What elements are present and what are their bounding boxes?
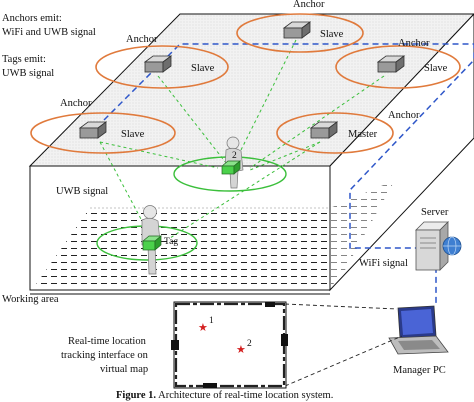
anchor-device-icon bbox=[376, 55, 406, 73]
interface-label-1: Real-time location bbox=[68, 336, 147, 347]
laptop-icon bbox=[388, 305, 449, 355]
anchor-4: Anchor Slave bbox=[30, 98, 176, 154]
tag-2: 2 bbox=[173, 136, 287, 192]
anchor-device-icon bbox=[78, 121, 108, 139]
interface-label-3: virtual map bbox=[100, 364, 148, 375]
floor-hatch-right bbox=[330, 180, 395, 288]
server-icon bbox=[415, 221, 449, 271]
anchors-emit-label: Anchors emit: bbox=[2, 13, 62, 24]
figure-caption: Figure 1. Architecture of real-time loca… bbox=[116, 390, 333, 401]
anchor-3-role: Slave bbox=[424, 63, 448, 74]
virtual-map: ★ 1 ★ 2 bbox=[171, 301, 403, 389]
anchor-2-role: Slave bbox=[191, 63, 215, 74]
uwb-signal-label: UWB signal bbox=[56, 186, 108, 197]
wifi-signal-label: WiFi signal bbox=[359, 258, 408, 269]
marker-1-label: 1 bbox=[209, 316, 214, 326]
server-label: Server bbox=[421, 207, 449, 218]
anchor-5-role: Master bbox=[348, 129, 378, 140]
tags-emit-label: Tags emit: bbox=[2, 54, 46, 65]
anchor-device-icon bbox=[309, 121, 339, 139]
anchors-emit-detail: WiFi and UWB signal bbox=[2, 27, 96, 38]
marker-2-label: 2 bbox=[247, 339, 252, 349]
anchor-1-name: Anchor bbox=[293, 0, 325, 10]
anchor-4-name: Anchor bbox=[60, 98, 92, 109]
globe-icon bbox=[442, 236, 462, 256]
anchor-2-name: Anchor bbox=[126, 34, 158, 45]
anchor-device-icon bbox=[143, 55, 173, 73]
anchor-4-role: Slave bbox=[121, 129, 145, 140]
tag-1: Tag bbox=[96, 205, 198, 275]
anchor-2: Anchor Slave bbox=[95, 34, 229, 89]
tags-emit-detail: UWB signal bbox=[2, 68, 54, 79]
uwb-lines bbox=[99, 39, 385, 239]
tag-1-label: Tag bbox=[164, 237, 178, 247]
manager-pc: Manager PC bbox=[388, 305, 449, 376]
anchor-1-role: Slave bbox=[320, 29, 344, 40]
anchor-3: Anchor Slave bbox=[335, 38, 461, 89]
marker-2-star: ★ bbox=[236, 343, 246, 356]
caption-prefix: Figure 1. bbox=[116, 390, 156, 401]
tag-2-label: 2 bbox=[232, 151, 237, 161]
anchor-1: Anchor Slave bbox=[236, 0, 364, 53]
working-area-label: Working area bbox=[2, 294, 59, 305]
manager-pc-label: Manager PC bbox=[393, 365, 446, 376]
marker-1-star: ★ bbox=[198, 321, 208, 334]
anchor-3-name: Anchor bbox=[398, 38, 430, 49]
floor-hatch bbox=[32, 208, 328, 290]
server: Server bbox=[415, 207, 462, 271]
tag-device-icon bbox=[221, 160, 241, 175]
anchor-5: Anchor Master bbox=[276, 110, 420, 154]
interface-label-2: tracking interface on bbox=[61, 350, 149, 361]
anchor-5-name: Anchor bbox=[388, 110, 420, 121]
tag-device-icon bbox=[142, 235, 162, 251]
caption-text: Architecture of real-time location syste… bbox=[156, 390, 333, 401]
anchor-device-icon bbox=[282, 21, 312, 39]
